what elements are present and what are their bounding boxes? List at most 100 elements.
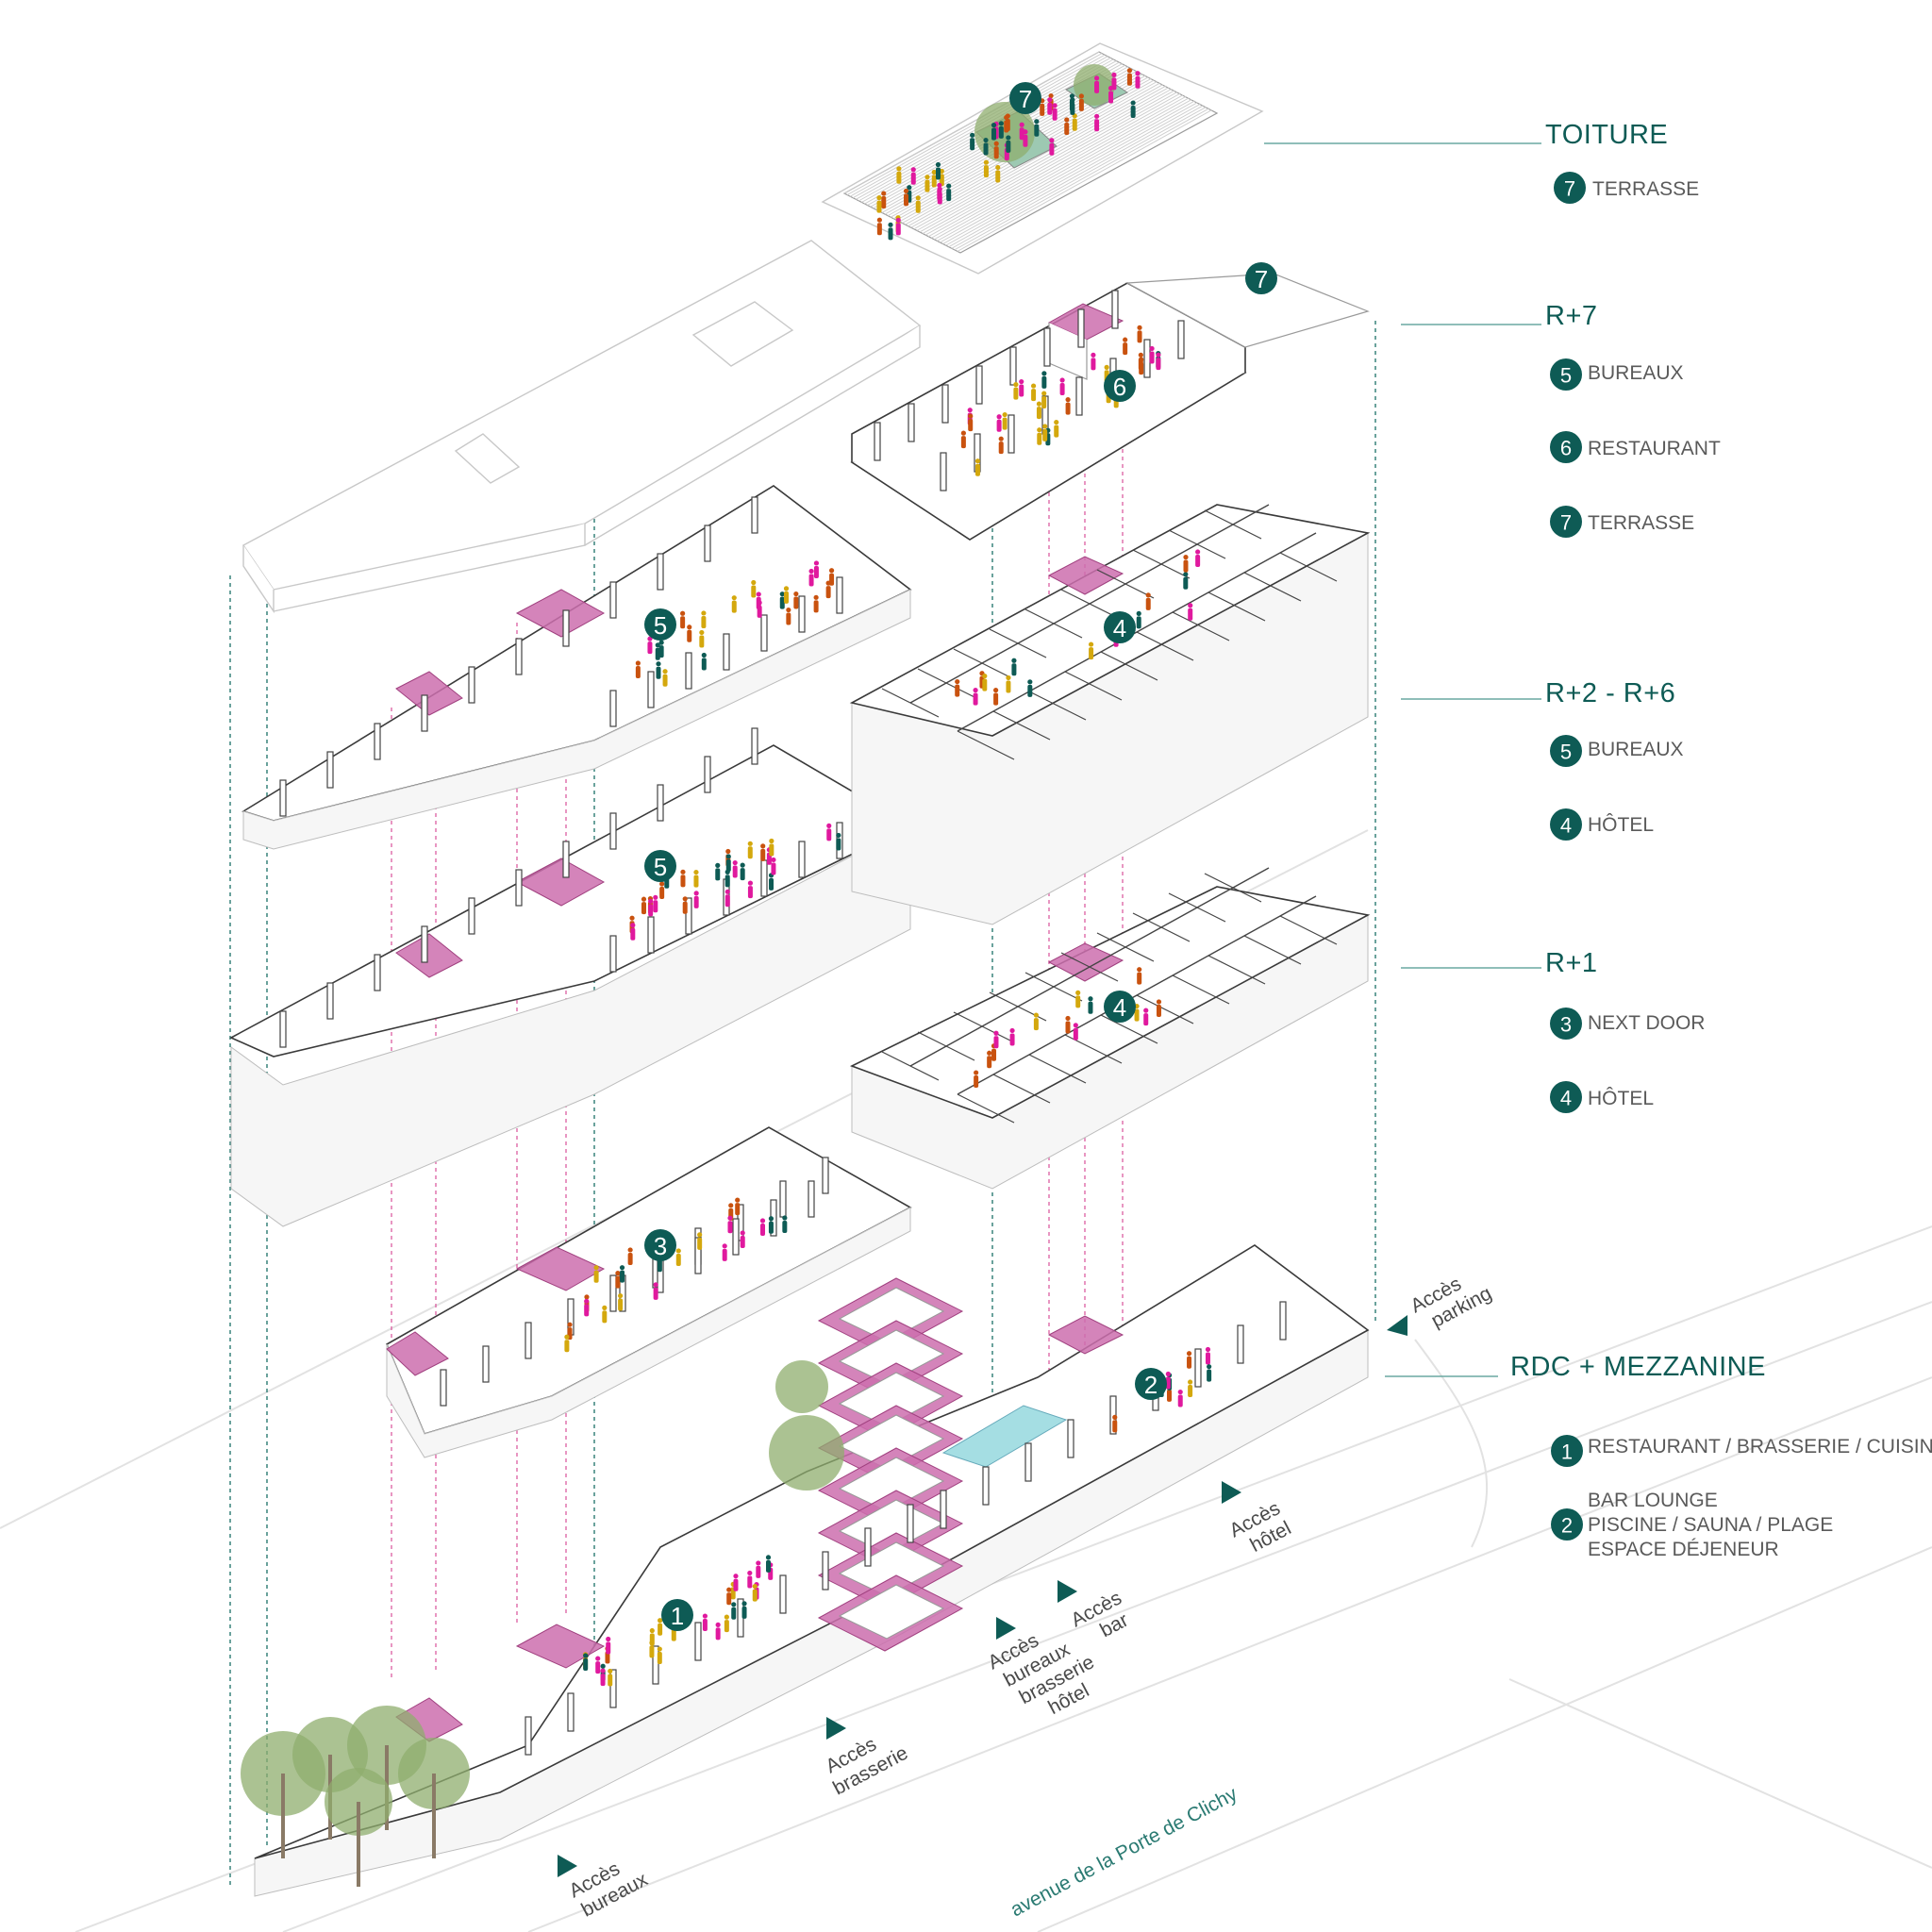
column [982, 1466, 990, 1506]
column [468, 666, 475, 704]
person-icon [769, 877, 774, 891]
svg-text:2: 2 [1144, 1371, 1158, 1399]
stair-void [838, 1372, 945, 1427]
person-icon [1123, 342, 1128, 356]
person-icon [967, 408, 973, 413]
column [562, 609, 570, 647]
person-icon [1006, 675, 1011, 681]
person-icon [1088, 1001, 1093, 1014]
person-icon [1143, 1008, 1149, 1013]
person-icon [602, 1310, 608, 1324]
person-icon [1004, 120, 1009, 133]
access-arrow-icon [1387, 1315, 1407, 1336]
person-icon [1205, 1352, 1210, 1365]
person-icon [1033, 1018, 1039, 1031]
person-icon [783, 591, 789, 604]
person-icon [600, 1668, 606, 1674]
access-arrow-icon [996, 1617, 1016, 1640]
person-icon [1075, 995, 1081, 1008]
person-icon [924, 175, 930, 180]
person-icon [924, 179, 930, 192]
tree-trunk [357, 1802, 360, 1887]
person-icon [620, 1270, 625, 1283]
person-icon [656, 666, 661, 679]
person-icon [564, 1334, 570, 1340]
person-icon [693, 869, 699, 875]
column [940, 1490, 947, 1529]
person-icon [935, 161, 941, 168]
person-icon [765, 1555, 772, 1560]
person-icon [974, 463, 980, 476]
person-icon [1002, 417, 1008, 430]
person-icon [741, 1606, 747, 1619]
person-icon [732, 859, 738, 866]
person-icon [725, 858, 731, 872]
svg-text:TERRASSE: TERRASSE [1588, 512, 1694, 534]
person-icon [615, 1275, 621, 1289]
person-icon [881, 196, 887, 209]
person-icon [1031, 389, 1037, 402]
column [1009, 346, 1017, 386]
person-icon [1002, 411, 1008, 418]
column [975, 365, 983, 405]
svg-text:7: 7 [1564, 177, 1575, 201]
person-icon [757, 600, 762, 606]
person-icon [1137, 972, 1142, 985]
person-icon [657, 1652, 662, 1665]
person-icon [724, 1614, 729, 1620]
person-icon [725, 848, 731, 855]
person-icon [675, 1253, 681, 1266]
svg-text:BUREAUX: BUREAUX [1588, 739, 1684, 760]
svg-text:3: 3 [1560, 1013, 1572, 1037]
person-icon [1036, 407, 1041, 420]
person-icon [970, 138, 975, 151]
person-icon [896, 166, 902, 172]
person-icon [937, 186, 942, 192]
person-icon [955, 684, 960, 697]
person-icon [1108, 91, 1114, 104]
deck-hatch [937, 98, 1192, 242]
badge-roof-terrace: 7 [1009, 82, 1041, 114]
person-icon [782, 1221, 788, 1234]
person-icon [1089, 647, 1094, 660]
person-icon [751, 579, 757, 586]
person-icon [1064, 122, 1070, 135]
person-icon [658, 1623, 663, 1636]
svg-text:4: 4 [1113, 614, 1126, 642]
svg-text:R+2 - R+6: R+2 - R+6 [1545, 678, 1675, 708]
stair-void [838, 1329, 945, 1385]
person-icon [813, 565, 819, 578]
person-icon [1070, 97, 1075, 103]
room-partition [1028, 1054, 1087, 1084]
person-icon [1156, 352, 1161, 358]
person-icon [1195, 555, 1201, 568]
deck-hatch [910, 85, 1166, 228]
person-icon [993, 1030, 999, 1036]
person-icon [1011, 663, 1017, 676]
badge-rdc-bar: 2 [1135, 1368, 1167, 1400]
person-icon [915, 195, 921, 201]
person-icon [627, 1252, 633, 1265]
deck-hatch [916, 88, 1173, 231]
column [1109, 1395, 1117, 1435]
column [864, 1527, 872, 1567]
person-icon [1183, 576, 1189, 590]
person-icon [1048, 92, 1054, 99]
svg-text:1: 1 [671, 1602, 684, 1630]
person-icon [1134, 1008, 1140, 1022]
person-icon [960, 430, 966, 436]
person-icon [648, 898, 654, 904]
svg-text:HÔTEL: HÔTEL [1588, 814, 1654, 836]
person-icon [960, 436, 966, 449]
person-icon [731, 600, 737, 613]
person-icon [1041, 375, 1047, 389]
person-icon [630, 927, 636, 941]
deck-hatch [948, 105, 1204, 248]
person-icon [1145, 597, 1151, 610]
person-icon [756, 1565, 761, 1578]
deck-hatch [957, 108, 1213, 252]
column [798, 595, 806, 633]
person-icon [1059, 377, 1065, 383]
